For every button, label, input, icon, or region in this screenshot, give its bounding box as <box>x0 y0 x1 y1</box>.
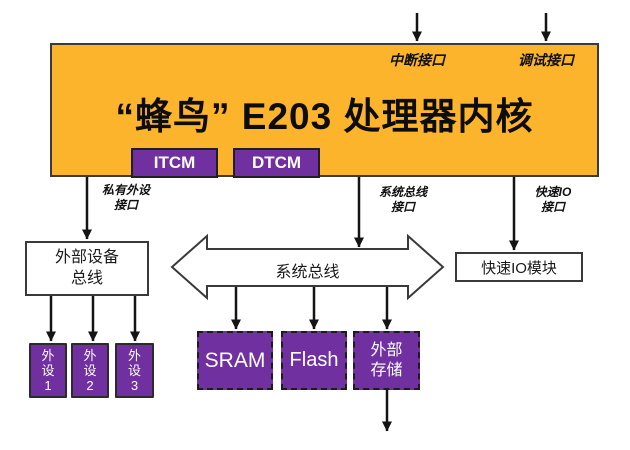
interrupt-interface-label: 中断接口 <box>389 52 445 68</box>
peripheral-2-box: 外 设 2 <box>71 343 109 398</box>
system-bus-label: 系统总线 <box>275 264 340 281</box>
processor-core-title: “蜂鸟” E203 处理器内核 <box>115 96 534 137</box>
peripheral-3-box: 外 设 3 <box>115 343 154 398</box>
private-peripheral-interface-label: 私有外设 接口 <box>101 183 150 212</box>
itcm-box: ITCM <box>131 148 218 178</box>
system-bus-interface-label: 系统总线 接口 <box>378 185 427 214</box>
system-bus-arrow-shape <box>170 233 445 301</box>
external-memory-box: 外部 存储 <box>353 331 420 390</box>
flash-box: Flash <box>281 331 347 390</box>
sram-box: SRAM <box>197 331 273 390</box>
debug-interface-label: 调试接口 <box>518 52 574 68</box>
peripheral-1-box: 外 设 1 <box>29 343 67 398</box>
fast-io-interface-label: 快速IO 接口 <box>534 185 572 214</box>
fast-io-module-box: 快速IO模块 <box>455 252 583 282</box>
dtcm-box: DTCM <box>233 148 320 178</box>
external-device-bus-box: 外部设备 总线 <box>25 241 149 296</box>
